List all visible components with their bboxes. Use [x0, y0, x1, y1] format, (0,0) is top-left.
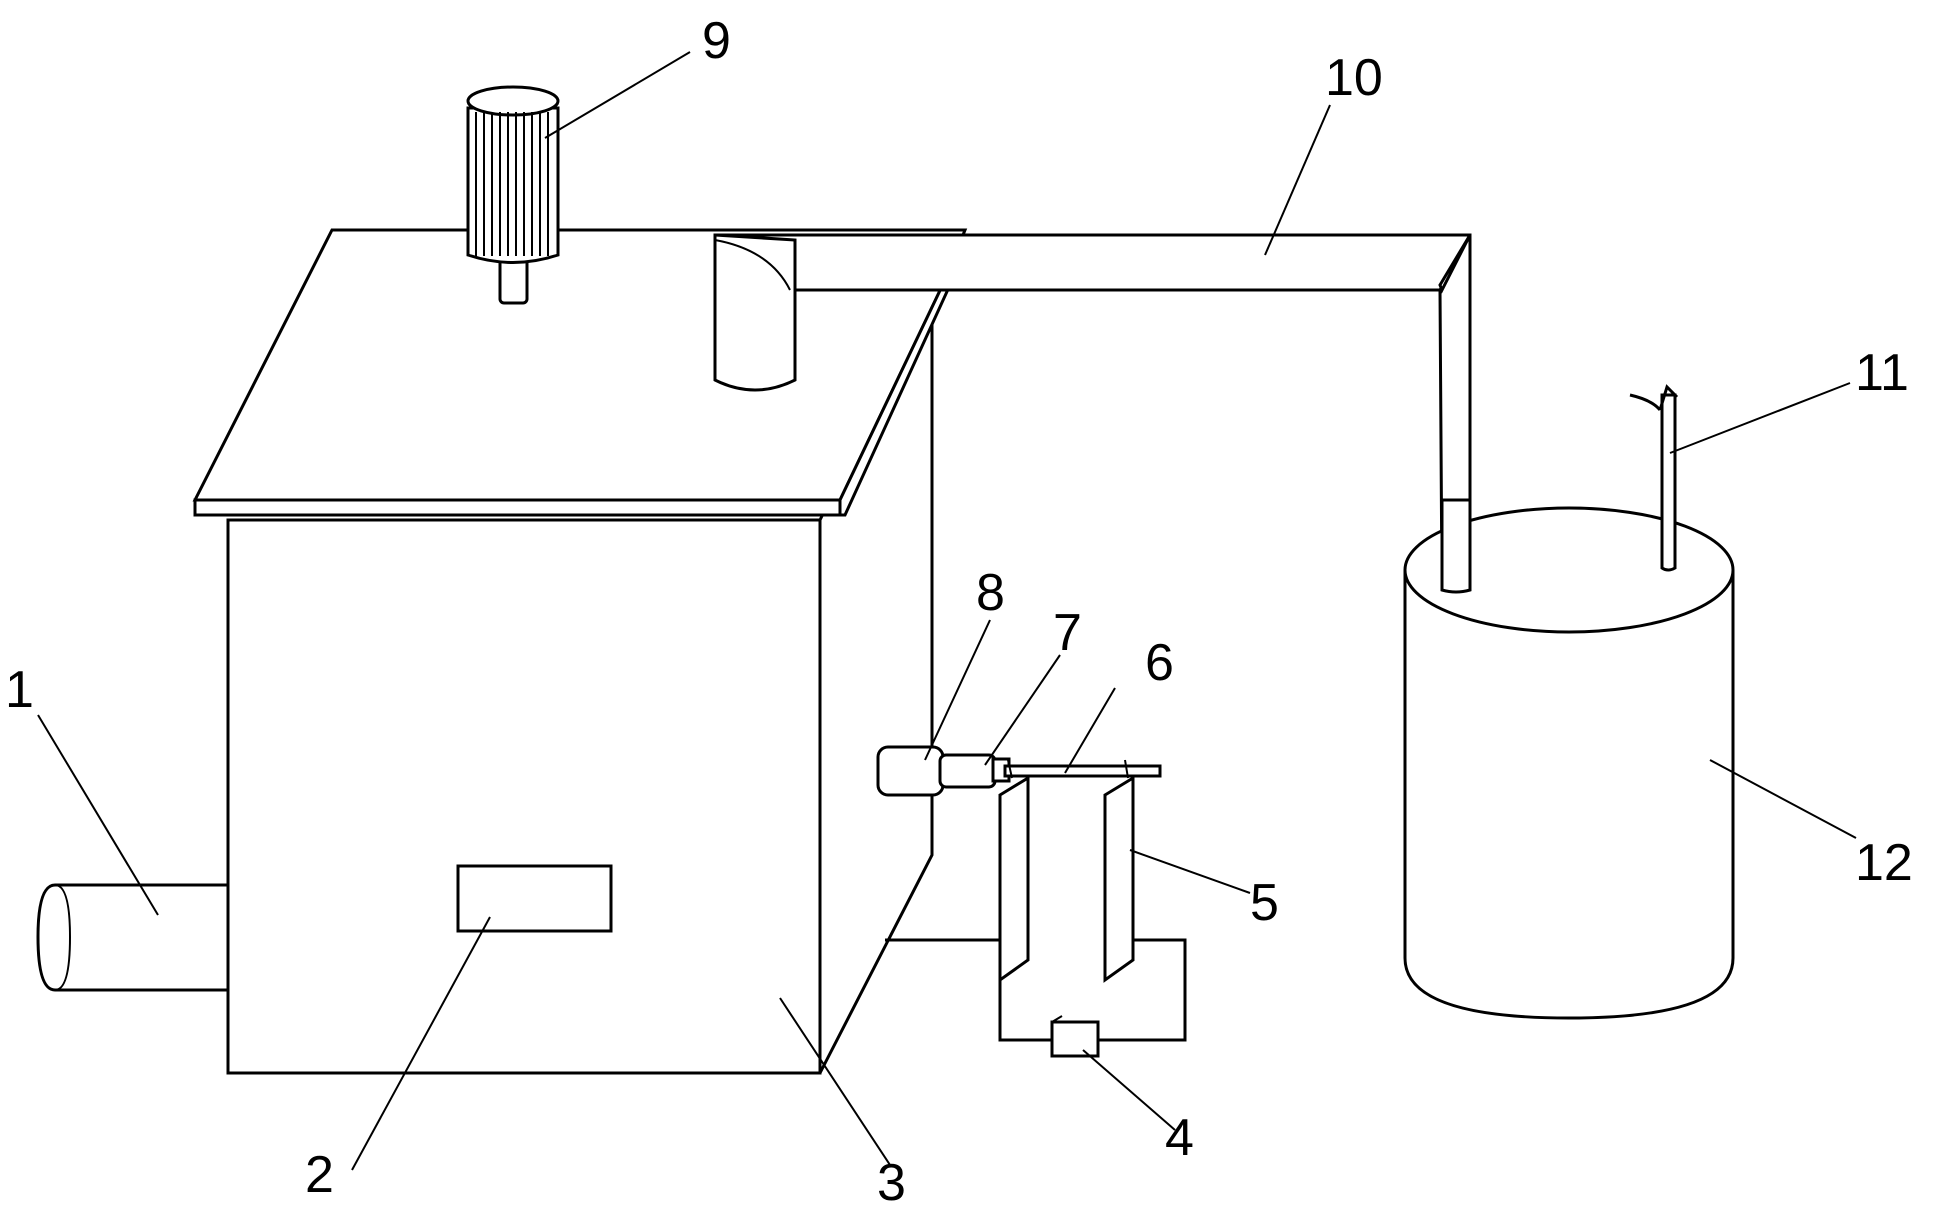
label-12: 12 [1855, 834, 1913, 892]
electrode-plates [998, 775, 1135, 983]
inlet-pipe [36, 883, 230, 992]
rod [1003, 759, 1162, 779]
power-circuit [885, 938, 1187, 1058]
label-2: 2 [305, 1146, 334, 1204]
label-6: 6 [1145, 634, 1174, 692]
part-number-labels: 1 2 3 4 5 6 7 8 9 10 11 12 [5, 12, 1913, 1212]
label-7: 7 [1053, 604, 1082, 662]
collection-tank [1403, 498, 1735, 1020]
vent-pipe [1629, 384, 1679, 572]
label-5: 5 [1250, 874, 1279, 932]
control-panel [456, 864, 613, 933]
label-4: 4 [1165, 1109, 1194, 1167]
motor [466, 85, 560, 305]
label-10: 10 [1325, 49, 1383, 107]
label-3: 3 [877, 1154, 906, 1212]
label-9: 9 [702, 12, 731, 70]
leader-lines [37, 51, 1857, 1171]
label-11: 11 [1855, 344, 1909, 402]
label-1: 1 [5, 661, 34, 719]
label-8: 8 [976, 564, 1005, 622]
main-housing [226, 289, 934, 1075]
drive-cylinder [876, 745, 1011, 797]
